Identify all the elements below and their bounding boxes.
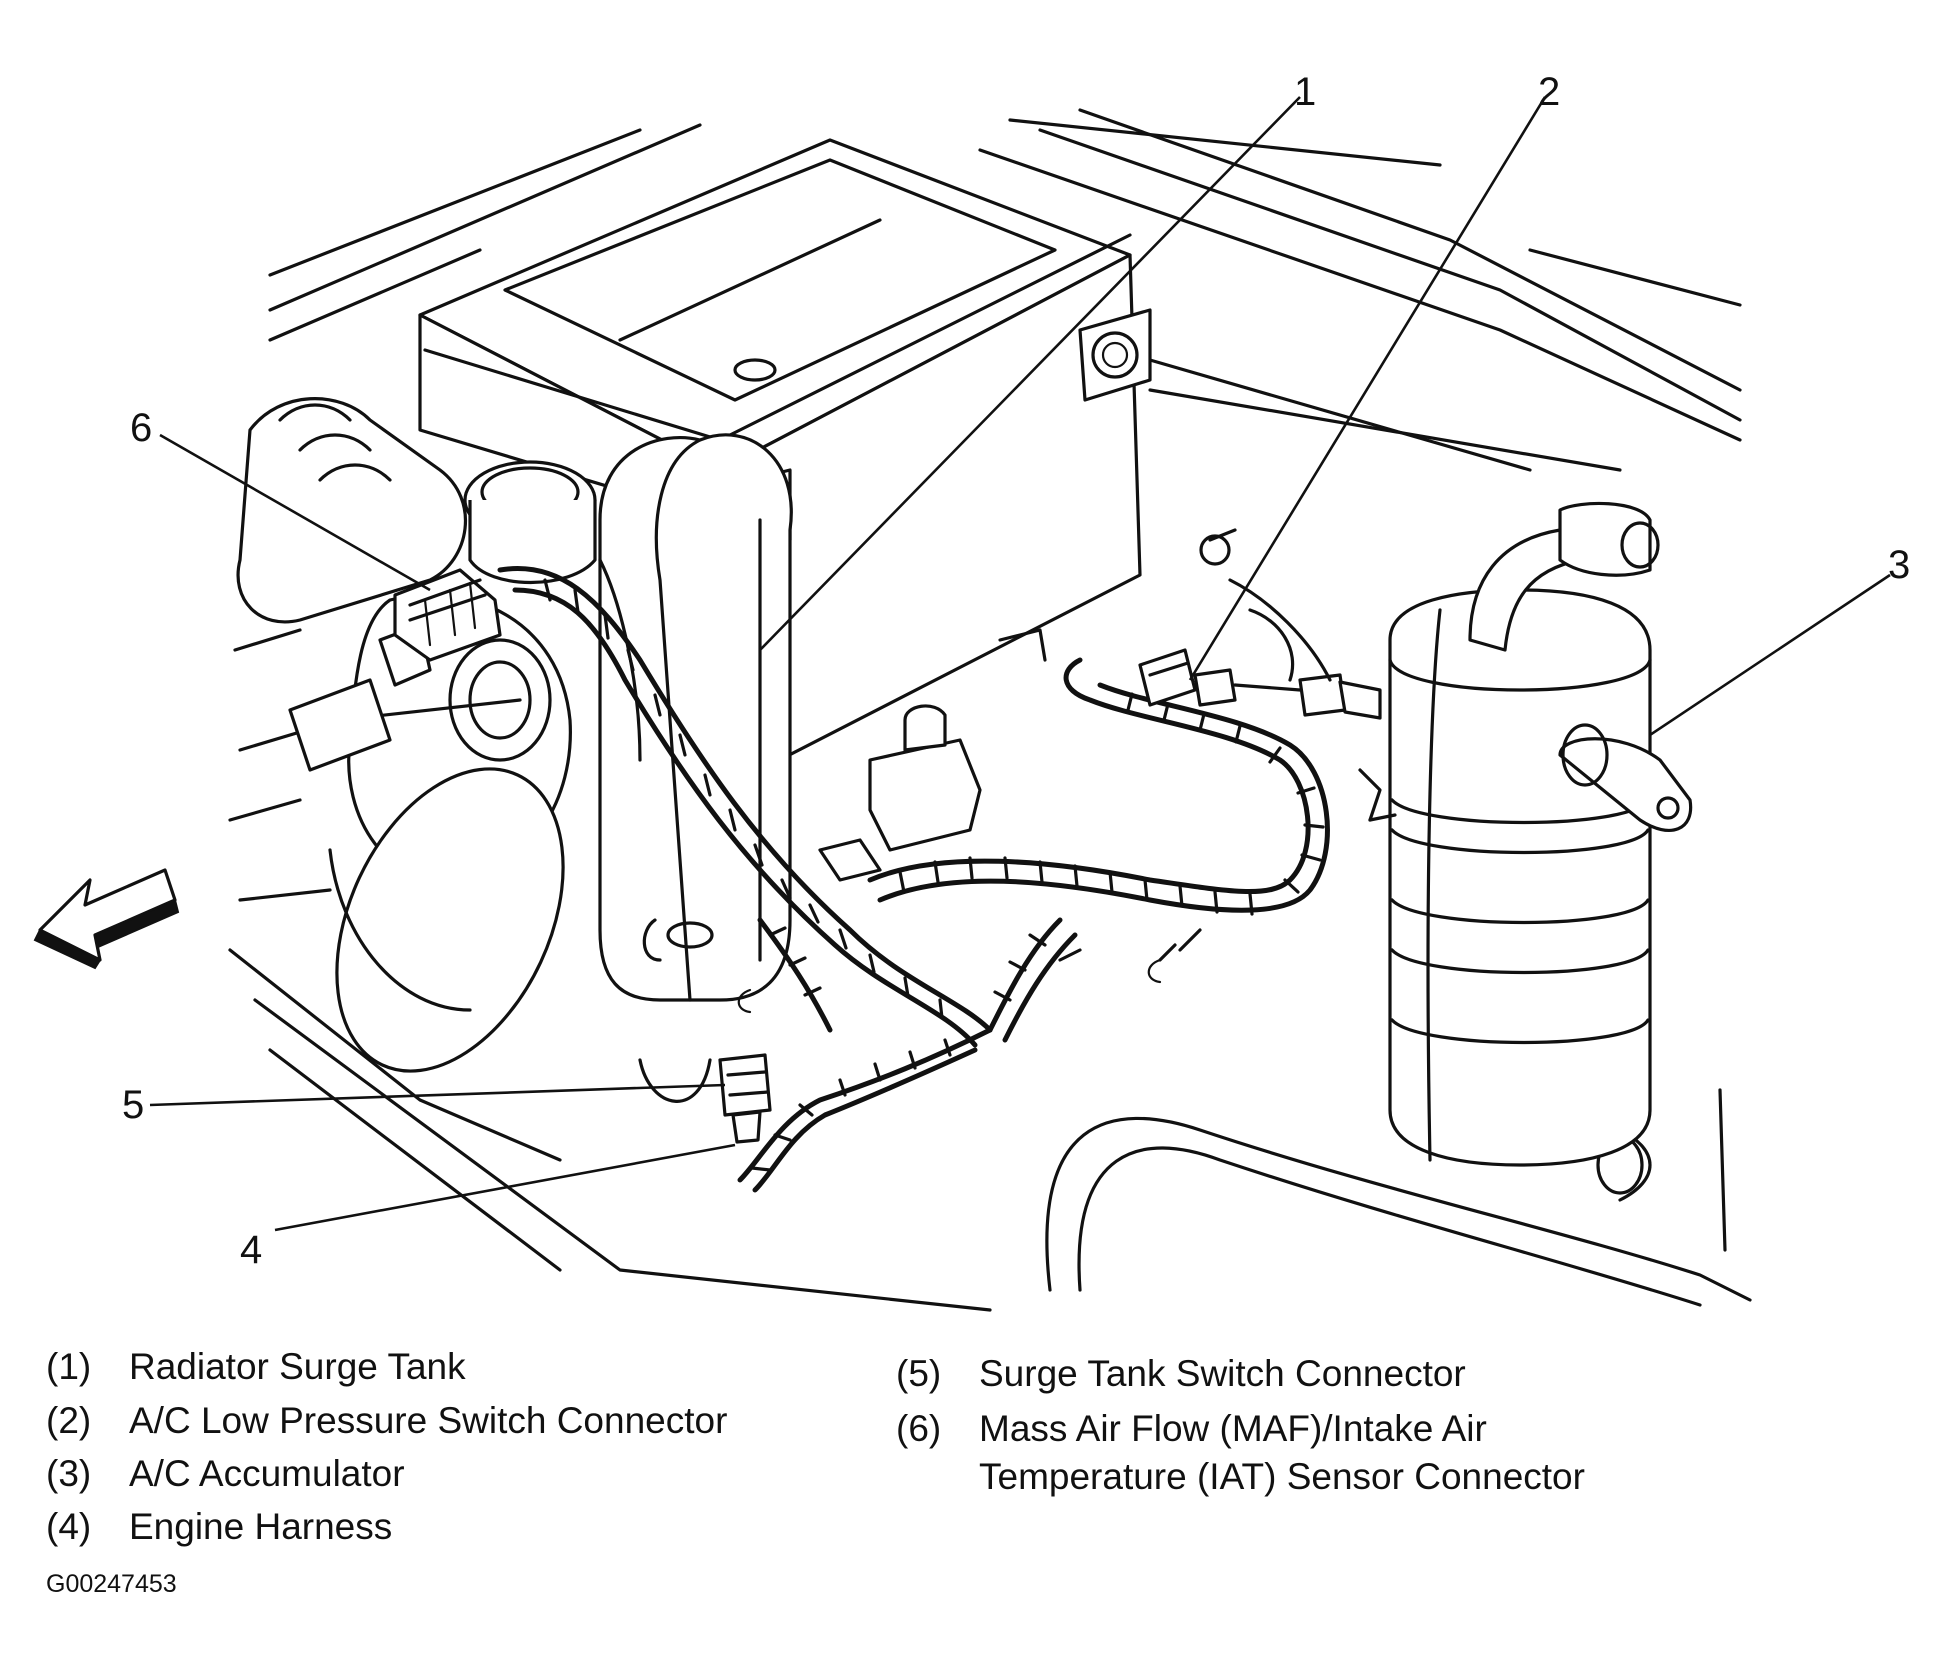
legend-number: (1): [46, 1346, 92, 1387]
leader-lines: [149, 96, 1891, 1232]
legend-item-5: (5) Surge Tank Switch Connector: [896, 1350, 1466, 1398]
legend-label-line-1: Mass Air Flow (MAF)/Intake Air: [979, 1408, 1487, 1449]
maf-iat-connector: [393, 568, 502, 662]
legend-number: (5): [896, 1353, 942, 1394]
leader-5: [149, 1083, 726, 1107]
legend-item-1: (1) Radiator Surge Tank: [46, 1343, 466, 1391]
radiator-surge-tank: [463, 433, 793, 1103]
legend-item-4: (4) Engine Harness: [46, 1503, 392, 1551]
surge-tank-switch-connector: [718, 1053, 772, 1144]
engine-harness: [497, 566, 1330, 1193]
leader-6: [159, 433, 431, 592]
engine-hardware: [737, 528, 1382, 1014]
leader-1: [759, 96, 1301, 651]
legend-number: (2): [46, 1400, 92, 1441]
callout-5: 5: [122, 1083, 145, 1127]
legend-label: Radiator Surge Tank: [129, 1346, 466, 1387]
callout-6: 6: [130, 406, 153, 450]
leader-3: [1649, 573, 1891, 737]
body-panels: [228, 108, 1752, 1312]
legend-item-2: (2) A/C Low Pressure Switch Connector: [46, 1397, 727, 1445]
legend-label-line-2: Temperature (IAT) Sensor Connector: [979, 1456, 1585, 1497]
leader-2: [1188, 96, 1547, 681]
legend-label: Engine Harness: [129, 1506, 393, 1547]
legend-label: A/C Accumulator: [129, 1453, 405, 1494]
legend-number: (6): [896, 1408, 942, 1449]
ac-accumulator: [1368, 501, 1693, 1167]
legend-label: A/C Low Pressure Switch Connector: [129, 1400, 728, 1441]
legend-number: (3): [46, 1453, 92, 1494]
figure-id: G00247453: [46, 1570, 177, 1598]
callout-3: 3: [1888, 543, 1911, 587]
legend-item-6: (6) Mass Air Flow (MAF)/Intake Air Tempe…: [896, 1405, 1585, 1501]
callout-4: 4: [240, 1228, 263, 1272]
legend-label: Mass Air Flow (MAF)/Intake Air Temperatu…: [979, 1405, 1585, 1501]
ac-low-pressure-switch-connector: [1138, 648, 1382, 720]
legend-number: (4): [46, 1506, 92, 1547]
callout-1: 1: [1294, 70, 1317, 114]
air-intake-housing: [228, 397, 572, 1073]
legend-label: Surge Tank Switch Connector: [979, 1353, 1466, 1394]
leader-4: [274, 1143, 736, 1232]
front-direction-arrow-icon: [33, 868, 180, 970]
callout-2: 2: [1538, 70, 1561, 114]
legend-item-3: (3) A/C Accumulator: [46, 1450, 405, 1498]
